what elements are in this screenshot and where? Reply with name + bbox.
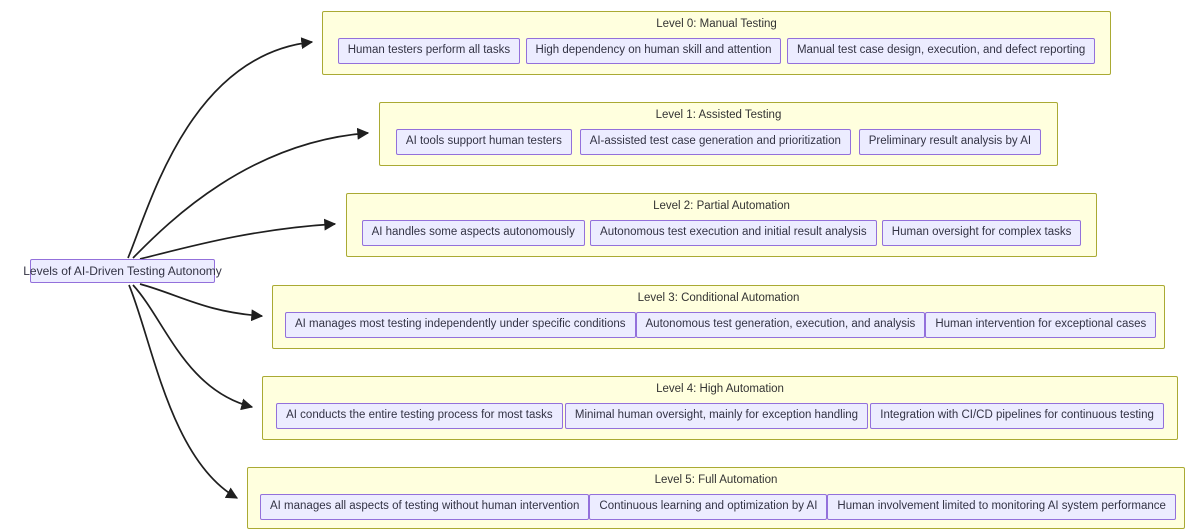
- edge-root-to-level0: [127, 37, 314, 259]
- group-level0[interactable]: Level 0: Manual Testing Human testers pe…: [322, 11, 1111, 75]
- leaf-node[interactable]: Human testers perform all tasks: [337, 38, 521, 64]
- leaf-node[interactable]: Human involvement limited to monitoring …: [827, 494, 1176, 520]
- group-items-level0: Human testers perform all tasks High dep…: [323, 38, 1110, 64]
- leaf-node[interactable]: AI tools support human testers: [395, 129, 572, 155]
- leaf-node[interactable]: AI manages all aspects of testing withou…: [260, 494, 590, 520]
- group-title-level0: Level 0: Manual Testing: [656, 18, 777, 30]
- group-items-level5: AI manages all aspects of testing withou…: [248, 494, 1184, 520]
- group-level4[interactable]: Level 4: High Automation AI conducts the…: [262, 376, 1178, 440]
- edge-root-to-level5: [128, 284, 239, 499]
- group-items-level3: AI manages most testing independently un…: [273, 312, 1164, 338]
- leaf-node[interactable]: Human oversight for complex tasks: [881, 220, 1082, 246]
- leaf-node[interactable]: AI manages most testing independently un…: [285, 312, 636, 338]
- group-level5[interactable]: Level 5: Full Automation AI manages all …: [247, 467, 1185, 529]
- edge-root-to-level3: [139, 283, 264, 322]
- leaf-node[interactable]: AI handles some aspects autonomously: [361, 220, 585, 246]
- group-title-level3: Level 3: Conditional Automation: [637, 292, 800, 304]
- group-items-level1: AI tools support human testers AI-assist…: [380, 129, 1057, 155]
- group-level1[interactable]: Level 1: Assisted Testing AI tools suppo…: [379, 102, 1058, 166]
- leaf-node[interactable]: Human intervention for exceptional cases: [925, 312, 1157, 338]
- leaf-node[interactable]: AI conducts the entire testing process f…: [276, 403, 563, 429]
- leaf-node[interactable]: Manual test case design, execution, and …: [786, 38, 1096, 64]
- edge-root-to-level1: [132, 127, 370, 259]
- group-level2[interactable]: Level 2: Partial Automation AI handles s…: [346, 193, 1097, 257]
- root-node[interactable]: Levels of AI-Driven Testing Autonomy: [23, 259, 222, 283]
- leaf-node[interactable]: Autonomous test execution and initial re…: [590, 220, 877, 246]
- group-title-level2: Level 2: Partial Automation: [653, 200, 790, 212]
- group-items-level4: AI conducts the entire testing process f…: [263, 403, 1177, 429]
- leaf-node[interactable]: Continuous learning and optimization by …: [589, 494, 828, 520]
- root-node-label: Levels of AI-Driven Testing Autonomy: [23, 264, 222, 278]
- leaf-node[interactable]: Autonomous test generation, execution, a…: [635, 312, 926, 338]
- leaf-node[interactable]: Preliminary result analysis by AI: [858, 129, 1042, 155]
- group-title-level1: Level 1: Assisted Testing: [655, 109, 782, 121]
- leaf-node[interactable]: AI-assisted test case generation and pri…: [579, 129, 851, 155]
- leaf-node[interactable]: Integration with CI/CD pipelines for con…: [870, 403, 1164, 429]
- group-level3[interactable]: Level 3: Conditional Automation AI manag…: [272, 285, 1165, 349]
- edge-root-to-level4: [132, 284, 254, 411]
- edge-root-to-level2: [139, 218, 337, 260]
- leaf-node[interactable]: High dependency on human skill and atten…: [525, 38, 782, 64]
- group-title-level5: Level 5: Full Automation: [654, 474, 778, 486]
- group-items-level2: AI handles some aspects autonomously Aut…: [347, 220, 1096, 246]
- group-title-level4: Level 4: High Automation: [656, 383, 784, 395]
- leaf-node[interactable]: Minimal human oversight, mainly for exce…: [564, 403, 869, 429]
